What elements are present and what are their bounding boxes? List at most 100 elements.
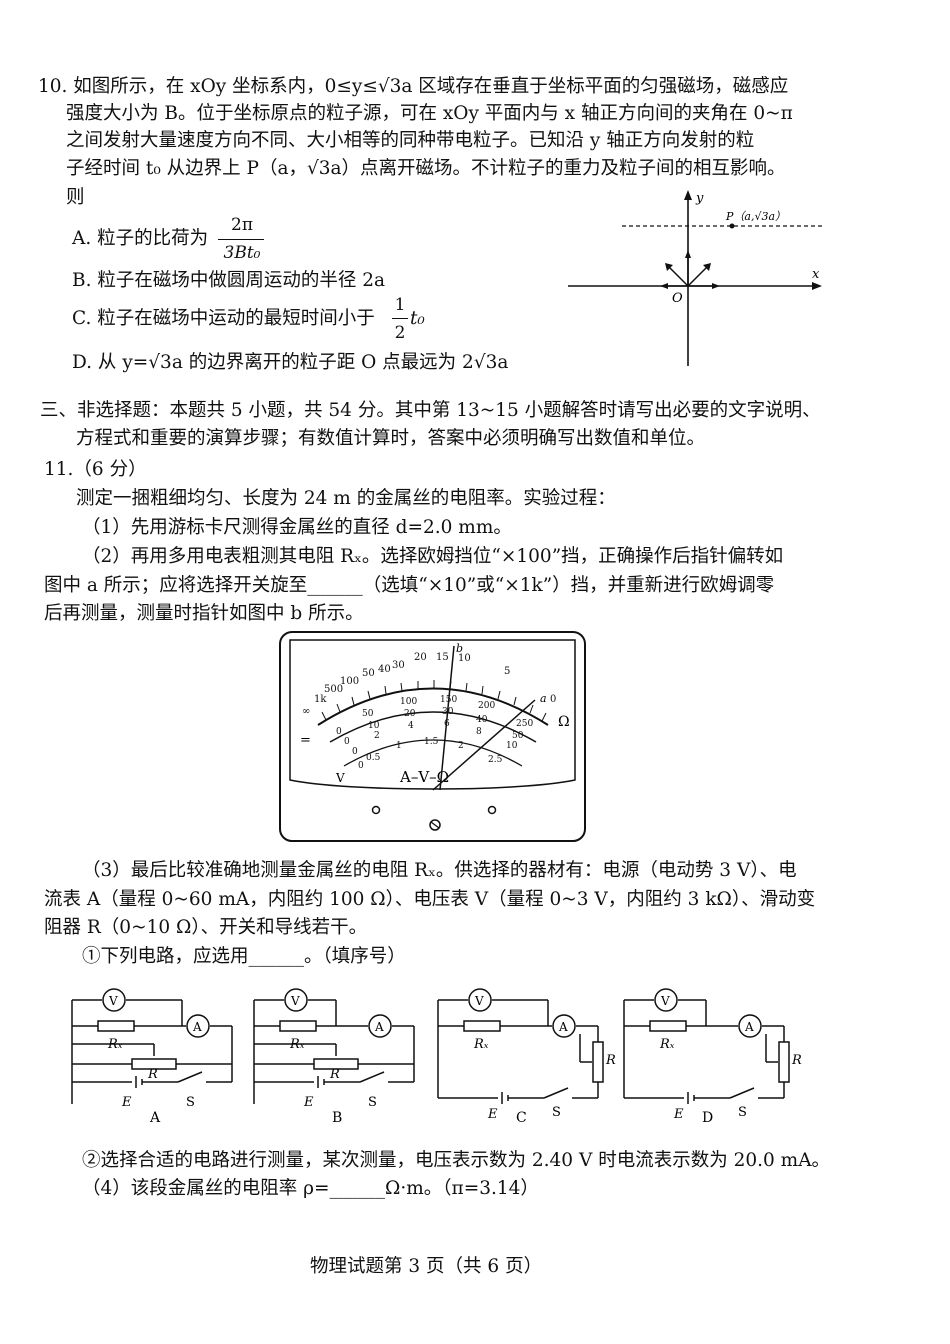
- dc-c-label: 4: [408, 721, 414, 731]
- circuit-r-label: R: [329, 1067, 340, 1082]
- pointer-b: [439, 645, 455, 791]
- option-c-suffix: t₀: [410, 308, 425, 329]
- circuit-rx-label: Rₓ: [107, 1037, 123, 1052]
- ohm-tick-label: 15: [436, 652, 449, 663]
- dc-b-label: 10: [368, 721, 380, 731]
- ohm-tick-label: ∞: [302, 706, 310, 717]
- section3-line2: 方程式和重要的演算步骤；有数值计算时，答案中必须明确写出数值和单位。: [76, 428, 706, 449]
- voltmeter-icon: [102, 988, 126, 1012]
- ohm-tick-label: 40: [378, 664, 391, 675]
- dc-b-label: 20: [404, 709, 416, 719]
- ohm-tick-label: 5: [504, 666, 510, 677]
- circuit-e-label: E: [673, 1107, 684, 1122]
- voltmeter-icon: [654, 988, 678, 1012]
- ohm-symbol: Ω: [558, 714, 570, 730]
- circuit-label-label: A: [149, 1110, 161, 1126]
- circuit-label-label: C: [516, 1110, 527, 1126]
- y-label: y: [695, 191, 704, 206]
- zero-adjust-screw-icon[interactable]: [429, 819, 441, 831]
- dc-a-label: 250: [516, 719, 533, 729]
- circuit-s-label: S: [552, 1105, 561, 1120]
- x-arrow-icon: [812, 282, 822, 290]
- page-footer: 物理试题第 3 页（共 6 页）: [310, 1256, 543, 1277]
- circuit-s-label: S: [186, 1095, 195, 1110]
- multimeter: ∞ 1k 500 100 50 40 30 20 15 10 5 0 Ω 0 5…: [279, 631, 586, 842]
- q11-intro: 测定一捆粗细均匀、长度为 24 m 的金属丝的电阻率。实验过程：: [76, 488, 616, 509]
- circuit-rx-label: Rₓ: [473, 1037, 489, 1052]
- option-c-prefix: C. 粒子在磁场中运动的最短时间小于: [72, 308, 375, 329]
- ohm-scale-arc: [317, 687, 549, 726]
- meter-dial: [289, 639, 576, 790]
- q11-heading: 11.（6 分）: [44, 459, 147, 480]
- pointer-a-label: a: [540, 692, 547, 705]
- fraction-bar: [392, 318, 408, 320]
- center-label: A–V–Ω: [399, 768, 449, 786]
- ac-label: 0.5: [366, 753, 381, 763]
- q10-option-d: D. 从 y=√3a 的边界离开的粒子距 O 点最远为 2√3a: [72, 352, 509, 373]
- q10-option-b: B. 粒子在磁场中做圆周运动的半径 2a: [72, 270, 386, 291]
- ac-label: 2.5: [488, 755, 503, 765]
- option-a-prefix: A. 粒子的比荷为: [72, 228, 209, 249]
- ohm-tick-label: 500: [324, 684, 343, 695]
- option-a-denominator: 3Bt₀: [223, 243, 261, 263]
- dc-a-label: 50: [362, 709, 374, 719]
- dc-a-label: 100: [400, 697, 417, 707]
- q10-line1: 10. 如图所示，在 xOy 坐标系内，0≤y≤√3a 区域存在垂直于坐标平面的…: [38, 76, 789, 97]
- ohm-tick-label: 0: [550, 694, 556, 705]
- circuit-rx-label: Rₓ: [289, 1037, 305, 1052]
- ac-scale-labels: 0 0.5 1 1.5 2 2.5: [358, 737, 503, 771]
- ac-label: 1.5: [424, 737, 439, 747]
- ohm-tick-label: 20: [414, 652, 427, 663]
- fraction-bar: [218, 239, 264, 241]
- circuit-v-label: V: [290, 994, 300, 1008]
- ammeter-icon: [552, 1014, 576, 1038]
- q11-part1: （1）先用游标卡尺测得金属丝的直径 d=2.0 mm。: [82, 517, 512, 538]
- circuit-a-label: A: [744, 1020, 754, 1034]
- ammeter-icon: [738, 1014, 762, 1038]
- dc-c-label: 10: [506, 741, 518, 751]
- q11-part3-line2: 流表 A（量程 0~60 mA，内阻约 100 Ω）、电压表 V（量程 0~3 …: [44, 889, 816, 910]
- dc-scale-arc: [329, 711, 537, 743]
- q11-part2-line3: 后再测量，测量时指针如图中 b 所示。: [44, 603, 364, 624]
- dc-b-label: 50: [512, 731, 524, 741]
- circuit-a-label: A: [374, 1020, 384, 1034]
- circuit-e-label: E: [487, 1107, 498, 1122]
- q10-line3: 之间发射大量速度方向不同、大小相等的同种带电粒子。已知沿 y 轴正方向发射的粒: [66, 130, 755, 151]
- ac-label: 0: [358, 761, 364, 771]
- point-p: [729, 223, 735, 229]
- x-label: x: [812, 267, 820, 282]
- ac-label: 1: [396, 741, 402, 751]
- voltmeter-icon: [284, 988, 308, 1012]
- option-c-denominator: 2: [394, 323, 406, 343]
- ohm-tick-label: 30: [392, 660, 405, 671]
- option-c-numerator: 1: [394, 295, 406, 315]
- circuit-label-label: D: [702, 1110, 713, 1126]
- ohm-tick-label: 100: [340, 676, 359, 687]
- ammeter-icon: [186, 1014, 210, 1038]
- y-arrow-icon: [684, 190, 692, 200]
- circuit-v-label: V: [660, 994, 670, 1008]
- ohm-tick-label: 50: [362, 668, 375, 679]
- circuit-r-label: R: [147, 1067, 158, 1082]
- q11-part3-line3: 阻器 R（0~10 Ω）、开关和导线若干。: [44, 917, 368, 938]
- pointer-b-label: b: [456, 642, 463, 655]
- circuit-r-label: R: [791, 1053, 802, 1068]
- dc-a-label: 200: [478, 701, 495, 711]
- circuit-r-label: R: [605, 1053, 616, 1068]
- circuit-e-label: E: [121, 1095, 132, 1110]
- pointer-a: [432, 699, 536, 791]
- coordinate-figure: y x O P（a,√3a）: [568, 190, 822, 366]
- q11-part4: （4）该段金属丝的电阻率 ρ=______Ω·m。（π=3.14）: [82, 1178, 539, 1199]
- dc-mark: =: [300, 733, 311, 748]
- circuit-s-label: S: [368, 1095, 377, 1110]
- q11-question2: ②选择合适的电路进行测量，某次测量，电压表示数为 2.40 V 时电流表示数为 …: [82, 1150, 831, 1171]
- ohm-tick-label: 1k: [314, 694, 327, 705]
- q10-line4: 子经时间 t₀ 从边界上 P（a，√3a）点离开磁场。不计粒子的重力及粒子间的相…: [66, 158, 786, 179]
- circuit-s-label: S: [738, 1105, 747, 1120]
- circuit-v-label: V: [474, 994, 484, 1008]
- origin-label: O: [672, 291, 683, 306]
